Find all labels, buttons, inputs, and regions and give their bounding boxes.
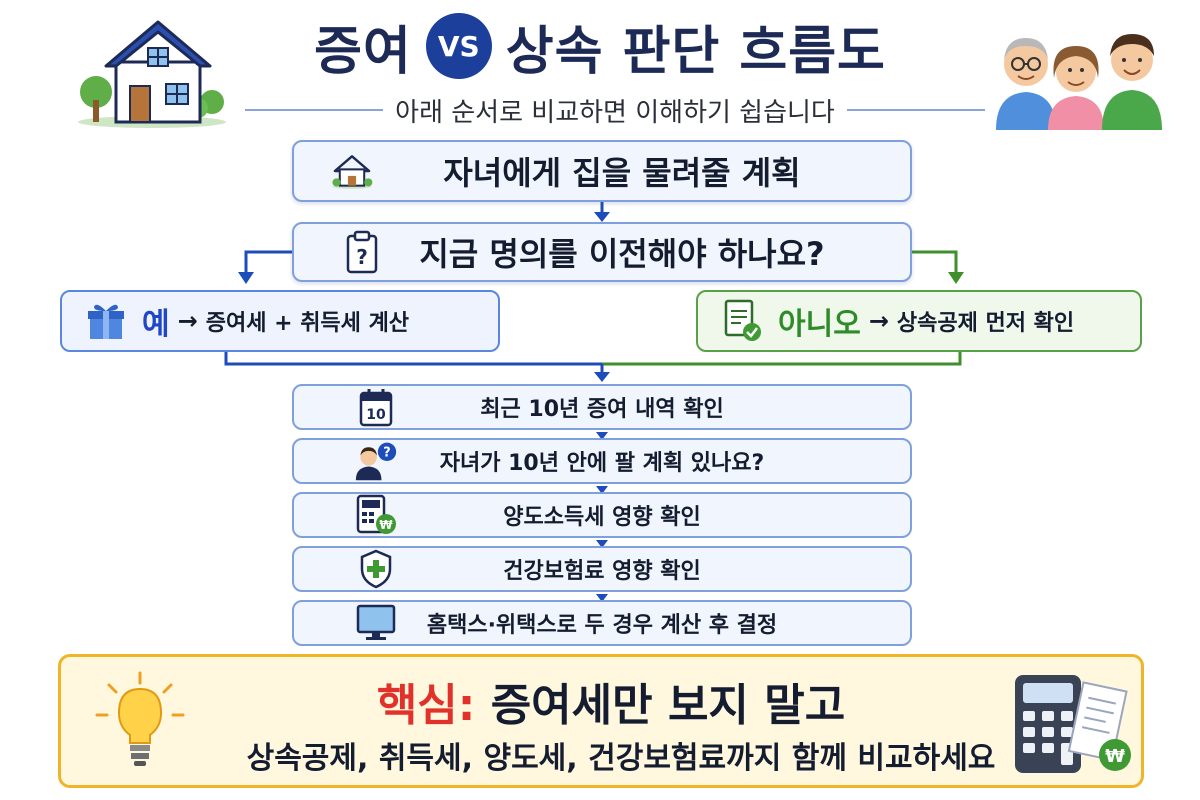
step-label: 홈택스·위택스로 두 경우 계산 후 결정 bbox=[426, 613, 778, 638]
summary-key: 핵심: bbox=[376, 680, 476, 731]
yes-branch-box: 예 → 증여세 + 취득세 계산 bbox=[60, 290, 500, 352]
monitor-icon bbox=[354, 602, 398, 644]
no-branch-box: 아니오 → 상속공제 먼저 확인 bbox=[696, 290, 1142, 352]
document-check-icon bbox=[720, 299, 764, 343]
summary-title: 핵심: 증여세만 보지 말고 bbox=[241, 669, 981, 733]
start-label: 자녀에게 집을 물려줄 계획 bbox=[443, 154, 801, 192]
summary-description: 상속공제, 취득세, 양도세, 건강보험료까지 함께 비교하세요 bbox=[246, 741, 996, 776]
step-label: 최근 10년 증여 내역 확인 bbox=[480, 397, 724, 422]
lightbulb-icon bbox=[95, 671, 185, 775]
vs-badge: VS bbox=[425, 13, 492, 79]
question-box: ? 지금 명의를 이전해야 하나요? bbox=[292, 222, 912, 282]
no-text: 상속공제 먼저 확인 bbox=[896, 311, 1075, 336]
house-icon bbox=[330, 149, 374, 193]
family-illustration bbox=[990, 16, 1170, 130]
person-question-icon: ? bbox=[354, 440, 398, 482]
title-right: 상속 판단 흐름도 bbox=[505, 21, 886, 82]
gift-icon bbox=[84, 299, 128, 343]
step-capital-gains: ₩ 양도소득세 영향 확인 bbox=[292, 492, 912, 538]
yes-text: 증여세 + 취득세 계산 bbox=[205, 311, 410, 336]
step-sell-plan: ? 자녀가 10년 안에 팔 계획 있나요? bbox=[292, 438, 912, 484]
summary-won-symbol: ₩ bbox=[1105, 746, 1125, 767]
calendar-icon: 10 bbox=[354, 386, 398, 428]
page-title: 증여 VS 상속 판단 흐름도 bbox=[245, 6, 955, 86]
yes-arrow: → bbox=[177, 307, 198, 335]
step-hometax-calc: 홈택스·위택스로 두 경우 계산 후 결정 bbox=[292, 600, 912, 646]
step-label: 자녀가 10년 안에 팔 계획 있나요? bbox=[439, 451, 765, 476]
subtitle-divider-right bbox=[846, 109, 986, 111]
question-mark: ? bbox=[383, 445, 390, 460]
title-left: 증여 bbox=[314, 21, 412, 82]
calendar-icon-number: 10 bbox=[366, 407, 386, 423]
subtitle-row: 아래 순서로 비교하면 이해하기 쉽습니다 bbox=[245, 92, 986, 128]
step-health-insurance: 건강보험료 영향 확인 bbox=[292, 546, 912, 592]
summary-title-text: 증여세만 보지 말고 bbox=[490, 680, 846, 731]
step-label: 양도소득세 영향 확인 bbox=[503, 505, 701, 530]
summary-box: 핵심: 증여세만 보지 말고 상속공제, 취득세, 양도세, 건강보험료까지 함… bbox=[58, 654, 1144, 788]
clipboard-question-icon: ? bbox=[340, 230, 384, 274]
calculator-won-icon: ₩ bbox=[354, 494, 398, 536]
svg-text:?: ? bbox=[356, 245, 368, 269]
yes-word: 예 bbox=[142, 307, 170, 342]
start-box: 자녀에게 집을 물려줄 계획 bbox=[292, 140, 912, 202]
calculator-document-icon: ₩ bbox=[1011, 669, 1137, 783]
step-label: 건강보험료 영향 확인 bbox=[503, 559, 701, 584]
subtitle-divider-left bbox=[245, 109, 384, 111]
question-label: 지금 명의를 이전해야 하나요? bbox=[419, 235, 825, 273]
no-word: 아니오 bbox=[778, 307, 861, 342]
subtitle: 아래 순서로 비교하면 이해하기 쉽습니다 bbox=[395, 97, 835, 128]
house-illustration bbox=[72, 10, 232, 130]
step-recent-gift-history: 10 최근 10년 증여 내역 확인 bbox=[292, 384, 912, 430]
won-symbol: ₩ bbox=[379, 518, 393, 532]
no-arrow: → bbox=[868, 307, 889, 335]
shield-plus-icon bbox=[354, 548, 398, 590]
